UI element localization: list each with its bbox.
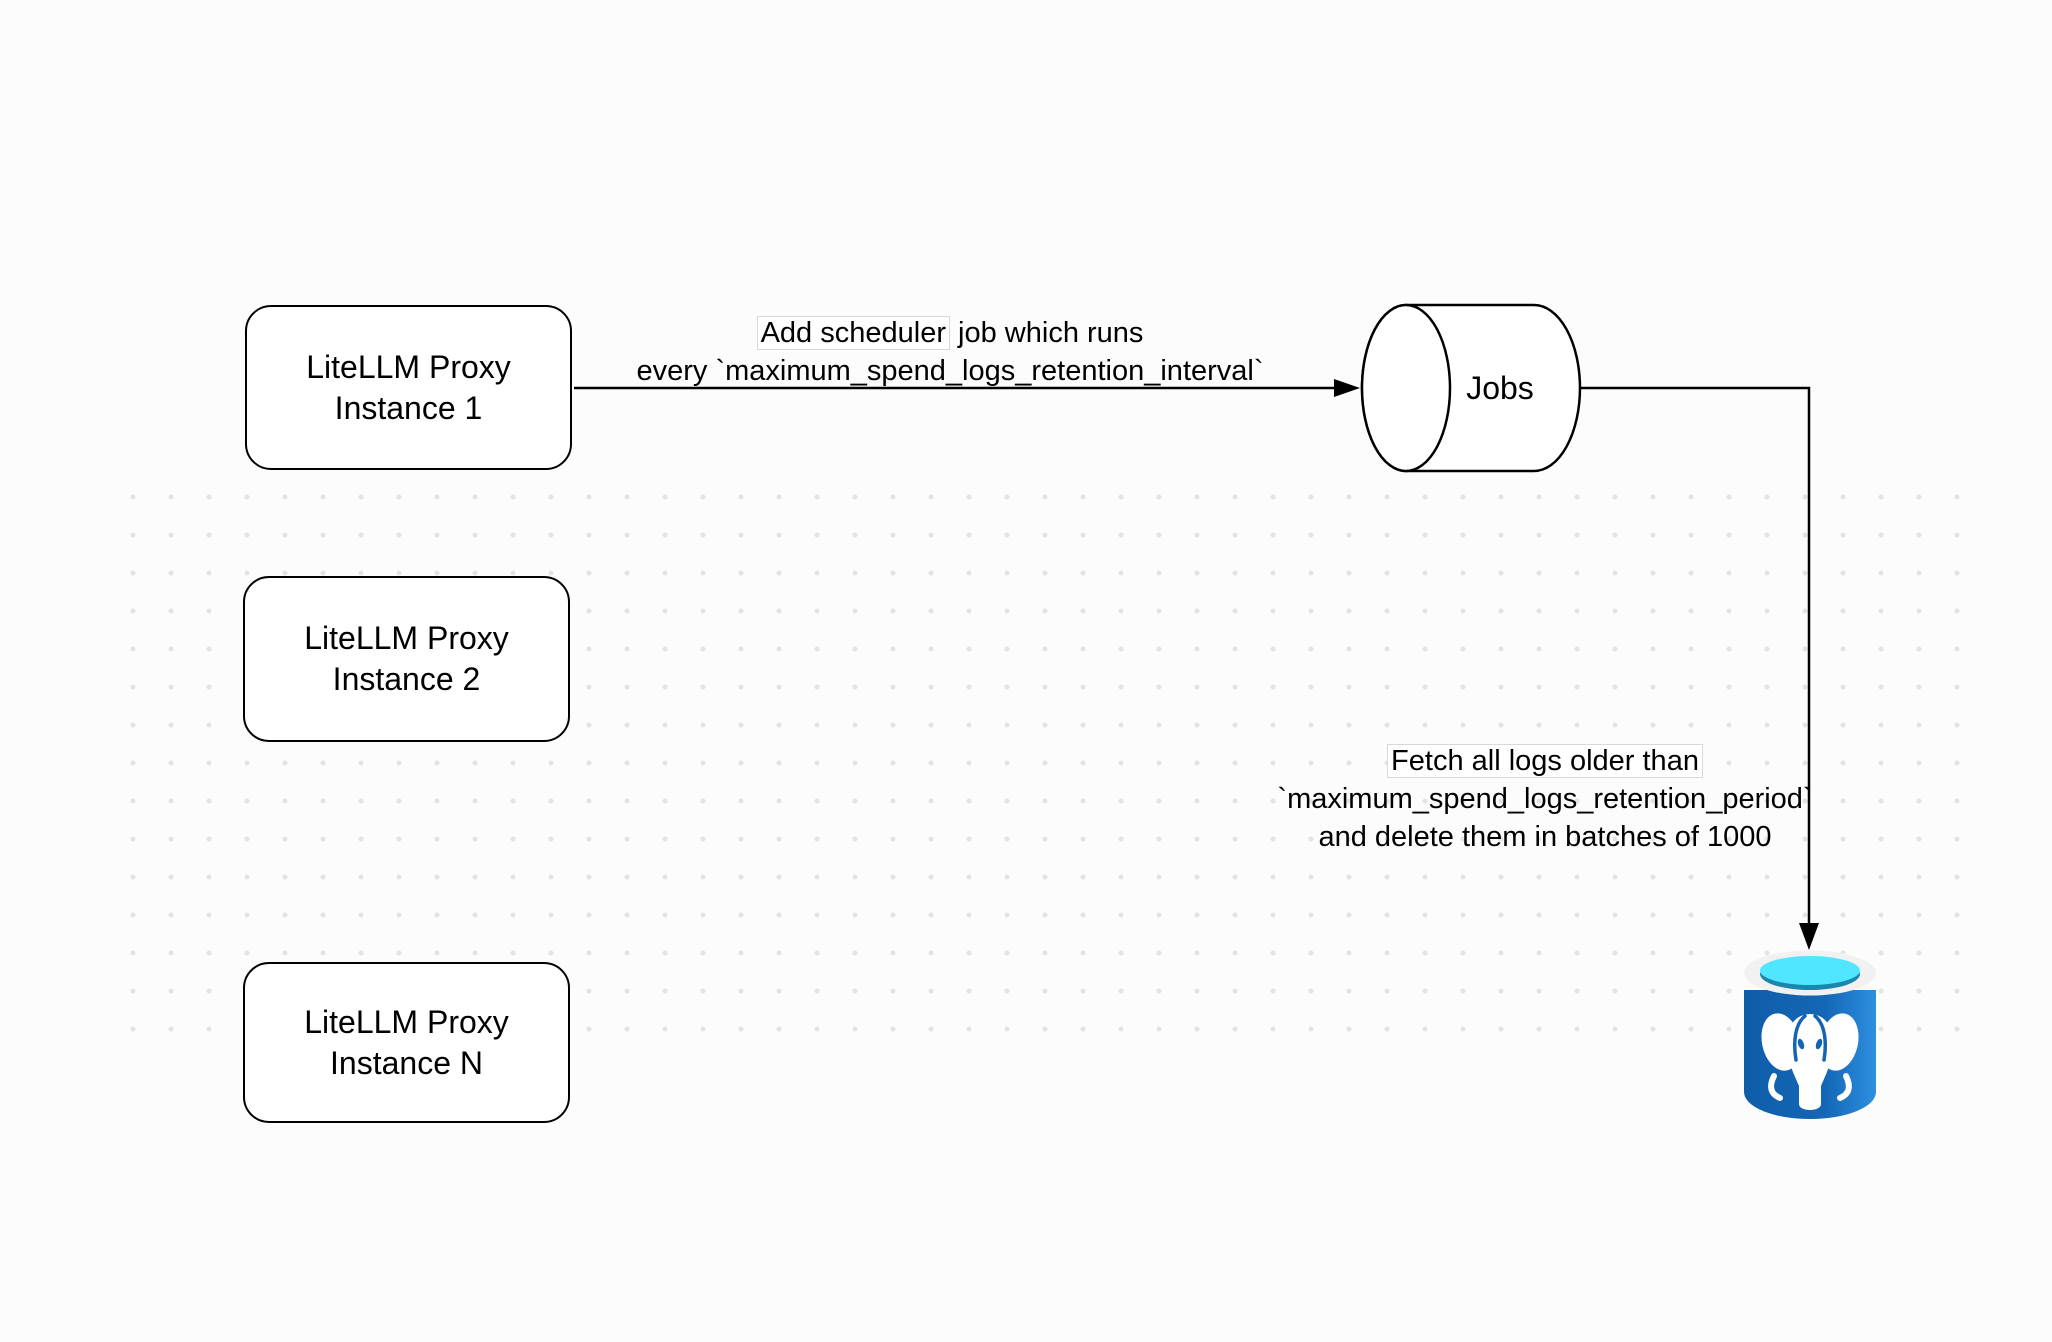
edge-label-boxed-text: Fetch all logs older than <box>1387 744 1703 778</box>
node-litellm-proxy-instance-1: LiteLLM Proxy Instance 1 <box>245 305 572 470</box>
node-litellm-proxy-instance-n: LiteLLM Proxy Instance N <box>243 962 570 1123</box>
edge-label-fetch-delete: Fetch all logs older than `maximum_spend… <box>1195 742 1895 856</box>
edge-label-line: and delete them in batches of 1000 <box>1318 821 1772 853</box>
node-label-line: Instance N <box>330 1044 483 1081</box>
node-label-line: LiteLLM Proxy <box>304 1003 509 1040</box>
edge-label-boxed-text: Add scheduler <box>756 316 950 350</box>
edge-label-line: Add scheduler job which runs <box>600 314 1300 352</box>
edge-label-add-scheduler: Add scheduler job which runs every `maxi… <box>600 314 1300 390</box>
postgres-elephant-icon <box>1761 1013 1859 1110</box>
arrow-proxy-to-jobs <box>574 379 1360 397</box>
edge-label-line: Fetch all logs older than <box>1195 742 1895 780</box>
jobs-node-label: Jobs <box>1466 370 1534 406</box>
postgresql-database-icon <box>1744 950 1876 1119</box>
node-label-line: LiteLLM Proxy <box>304 620 509 656</box>
arrowhead-down-icon <box>1799 923 1819 950</box>
node-label-line: Instance 1 <box>334 389 483 426</box>
edge-label-line: `maximum_spend_logs_retention_period` <box>1277 783 1813 815</box>
arrowhead-right-icon <box>1334 379 1360 397</box>
edge-label-text: job which runs <box>949 317 1144 349</box>
arrow-jobs-to-postgres <box>1580 386 1819 950</box>
node-label-line: Instance 2 <box>332 661 481 697</box>
node-label-line: LiteLLM Proxy <box>306 348 511 385</box>
node-jobs-queue <box>1360 303 1582 473</box>
node-litellm-proxy-instance-2: LiteLLM Proxy Instance 2 <box>243 576 570 742</box>
edge-label-line: every `maximum_spend_logs_retention_inte… <box>636 355 1264 387</box>
